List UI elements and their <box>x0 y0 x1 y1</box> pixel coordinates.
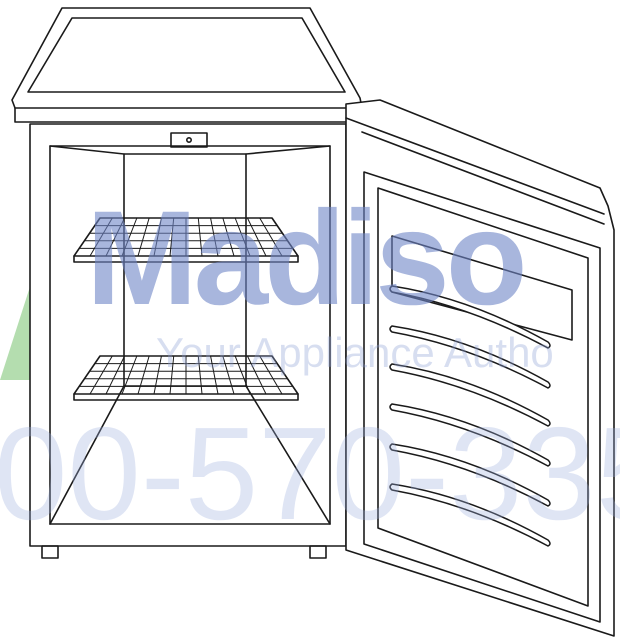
shelf-wire <box>259 355 283 395</box>
shelf-wire <box>234 217 251 257</box>
shelf-wire <box>89 217 113 257</box>
shelf-wire <box>271 355 299 395</box>
shelf-wire <box>121 355 138 395</box>
shelf-wire <box>105 355 126 395</box>
shelf-wire <box>89 355 113 395</box>
shelf-wire <box>246 217 267 257</box>
fridge-top-lid <box>11 7 363 123</box>
watermark-phone: 00-570-335 <box>0 400 620 547</box>
fridge-feet <box>41 545 327 559</box>
fridge-cabinet <box>29 123 347 547</box>
shelf-wire <box>105 217 126 257</box>
door-bottle-rails <box>389 285 551 547</box>
shelf-wire <box>153 217 162 257</box>
shelf-wire <box>210 217 219 257</box>
shelf-wire <box>169 217 175 257</box>
shelf-wire <box>234 355 251 395</box>
shelf-wire <box>153 355 162 395</box>
shelf-wire <box>271 217 299 257</box>
shelf-wire <box>73 217 101 257</box>
door-rail <box>389 403 551 467</box>
shelf-wire <box>222 217 235 257</box>
shelf-wire <box>197 355 203 395</box>
shelf-wire <box>246 355 267 395</box>
door-rail <box>389 443 551 507</box>
door-rail <box>389 285 551 349</box>
shelf-grid-lower <box>73 355 299 395</box>
watermark-tagline: Your Appliance Autho <box>156 329 554 376</box>
door-rail <box>389 325 551 389</box>
shelf-wire <box>121 217 138 257</box>
shelf-wire <box>169 355 175 395</box>
door-rail <box>389 483 551 547</box>
shelf-wire <box>197 217 203 257</box>
shelf-wire <box>259 217 283 257</box>
shelf-wire <box>137 217 150 257</box>
watermark-brand: Madiso <box>86 184 528 333</box>
shelf-wire <box>73 355 101 395</box>
shelf-wire <box>222 355 235 395</box>
door-rail <box>389 363 551 427</box>
shelf-wire <box>210 355 219 395</box>
shelf-wire <box>137 355 150 395</box>
shelf-grid-upper <box>73 217 299 257</box>
